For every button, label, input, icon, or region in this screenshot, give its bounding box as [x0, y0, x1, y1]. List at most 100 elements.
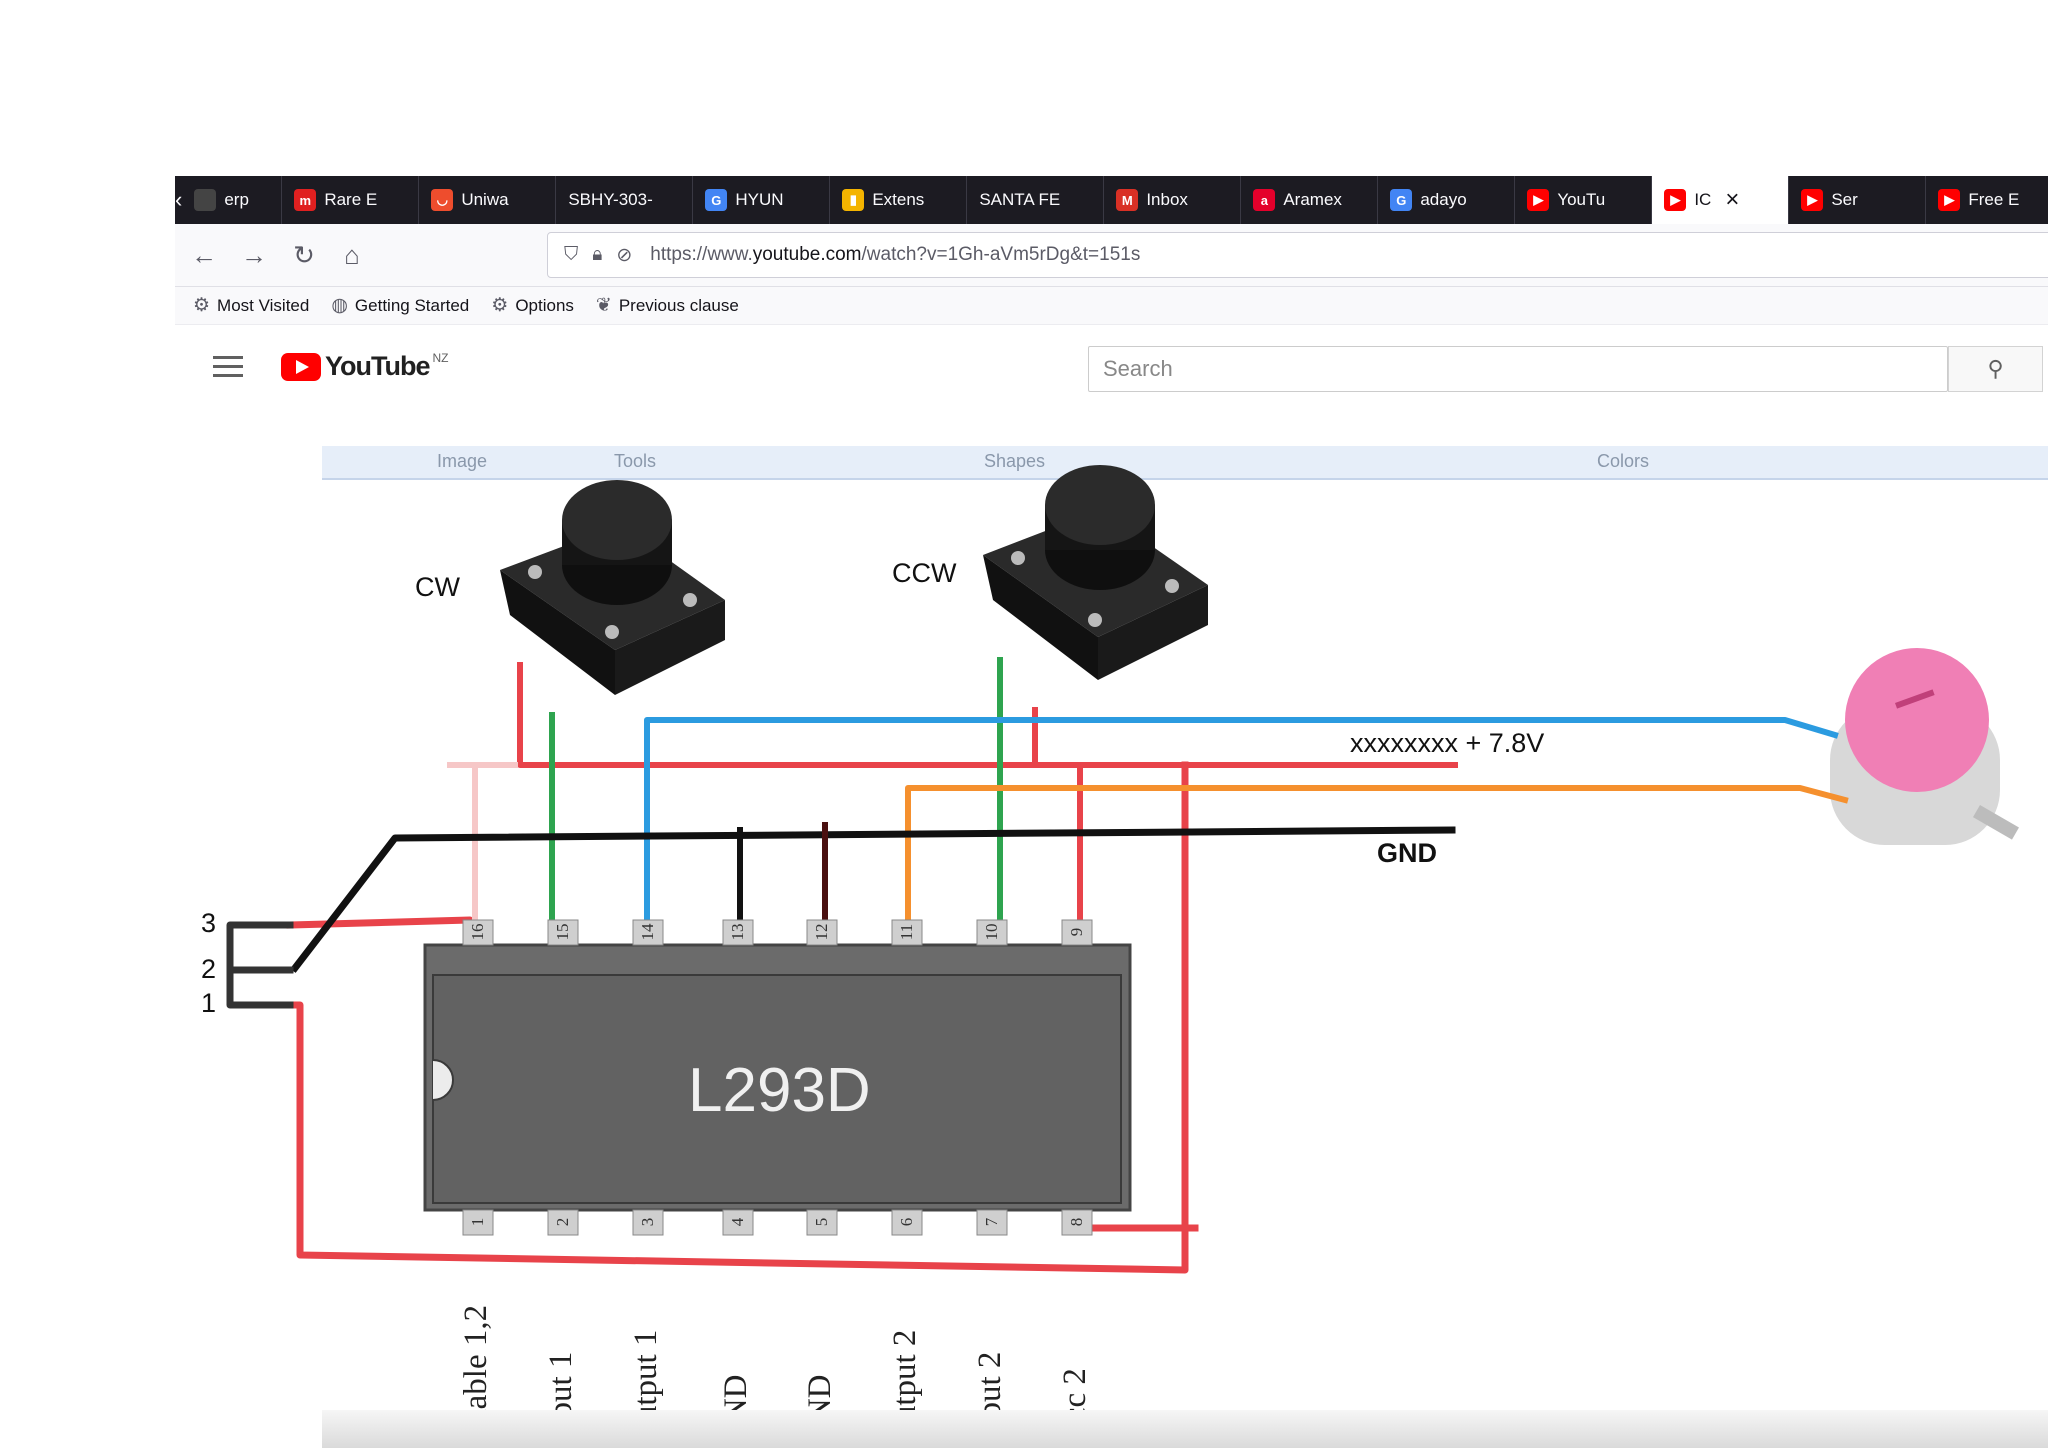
tab-label: Free E — [1968, 190, 2020, 209]
switch-pin-3-label: 3 — [201, 908, 217, 938]
supply-voltage-label: xxxxxxxx + 7.8V — [1350, 728, 1545, 758]
red-right-loop — [286, 761, 1189, 1274]
back-button[interactable]: ← — [185, 236, 223, 274]
lock-icon[interactable]: 🔒︎ — [592, 243, 603, 265]
shield-icon[interactable]: ⛉ — [564, 243, 579, 265]
switch-pin-1-label: 1 — [201, 988, 217, 1018]
url-bar[interactable]: ⛉ 🔒︎ ⊘ https://www.youtube.com/watch?v=1… — [547, 232, 2048, 278]
autoplay-blocked-icon[interactable]: ⊘ — [616, 244, 633, 266]
pin-number: 14 — [638, 923, 657, 941]
red-supply-wire — [517, 662, 1458, 768]
pin-number: 12 — [812, 923, 831, 941]
chip-pin — [547, 1209, 579, 1236]
browser-tab[interactable]: ▶ YouTu — [1515, 176, 1653, 224]
youtube-country-code: NZ — [432, 351, 449, 365]
pin-number: 2 — [553, 1217, 572, 1227]
chip-pin — [632, 1209, 664, 1236]
bookmark-item[interactable]: ❦Previous clause — [596, 294, 739, 317]
bookmark-icon: ⚙ — [193, 295, 211, 316]
browser-tab[interactable]: SANTA FE — [967, 176, 1105, 224]
home-button[interactable]: ⌂ — [333, 236, 371, 274]
tab-favicon-icon: a — [1253, 189, 1276, 211]
ribbon-tools-group: Tools — [614, 451, 657, 471]
url-text[interactable]: https://www.youtube.com/watch?v=1Gh-aVm5… — [650, 244, 1140, 266]
tab-label: Inbox — [1146, 190, 1188, 209]
chip-pin — [806, 1209, 838, 1236]
chip-pin — [722, 919, 754, 946]
forward-button[interactable]: → — [235, 236, 273, 274]
browser-tab[interactable]: ▶Ser — [1789, 176, 1927, 224]
tab-scroll-left-button[interactable]: ‹ — [175, 187, 183, 212]
browser-tab[interactable]: G HYUN — [693, 176, 831, 224]
browser-tab[interactable]: ▶IC× — [1652, 176, 1790, 224]
tab-favicon-icon: G — [705, 189, 728, 211]
chip-pin — [806, 919, 838, 946]
pin-number: 5 — [812, 1217, 831, 1227]
tab-label: HYUN — [735, 190, 784, 209]
youtube-search-button[interactable]: ⚲ — [1948, 346, 2043, 392]
browser-tab[interactable]: SBHY-303- — [556, 176, 694, 224]
youtube-logo[interactable]: YouTube NZ — [281, 351, 448, 382]
bookmark-icon: ⚙ — [491, 295, 509, 316]
tab-favicon-icon: m — [294, 189, 317, 211]
youtube-search-input[interactable]: Search — [1088, 346, 1948, 392]
bookmark-item[interactable]: ⚙Options — [491, 294, 574, 317]
home-icon: ⌂ — [344, 239, 360, 270]
blue-motor-wire — [644, 717, 1839, 933]
browser-tab[interactable]: ▶Free E — [1926, 176, 2048, 224]
menu-icon[interactable] — [213, 356, 243, 383]
tab-label: YouTu — [1557, 190, 1606, 209]
orange-motor-wire — [905, 785, 1849, 933]
tab-label: Extens — [872, 190, 925, 209]
tab-label: Ser — [1831, 190, 1858, 209]
tab-favicon-icon: ▶ — [1664, 189, 1687, 211]
pin-number: 8 — [1067, 1217, 1086, 1227]
browser-tab[interactable]: ◡ Uniwa — [419, 176, 557, 224]
browser-tab[interactable]: ▮Extens — [830, 176, 968, 224]
tab-favicon-icon: ◡ — [431, 189, 454, 211]
chip-pin — [462, 919, 494, 946]
pin-number: 9 — [1067, 927, 1086, 937]
tab-label: Uniwa — [461, 190, 509, 209]
search-icon: ⚲ — [1987, 356, 2004, 381]
bookmark-icon: ◍ — [331, 295, 348, 316]
pin-number: 16 — [468, 923, 487, 941]
red-switch3-wire — [286, 916, 474, 934]
url-prefix: https://www. — [650, 244, 753, 265]
browser-tab[interactable]: M Inbox — [1104, 176, 1242, 224]
cw-push-button — [500, 480, 725, 695]
pin-number: 10 — [982, 923, 1001, 941]
browser-tab[interactable]: erp — [182, 176, 283, 224]
chip-name: L293D — [688, 1056, 871, 1125]
reload-button[interactable]: ↻ — [285, 236, 323, 274]
bookmark-item[interactable]: ◍Getting Started — [331, 294, 469, 317]
pin-number: 1 — [468, 1217, 487, 1227]
bookmark-label: Previous clause — [618, 295, 739, 315]
pin-number: 13 — [728, 923, 747, 941]
chip-pin — [891, 919, 923, 946]
bookmark-item[interactable]: ⚙ Most Visited — [193, 294, 309, 317]
tab-favicon-icon: M — [1116, 189, 1139, 211]
l293d-chip — [423, 943, 1132, 1212]
bookmark-label: Most Visited — [217, 295, 310, 315]
paint-ribbon-strip: Image Tools Shapes Colors — [322, 446, 2048, 480]
url-path: /watch?v=1Gh-aVm5rDg&t=151s — [861, 244, 1141, 265]
tab-favicon-icon — [194, 189, 217, 211]
tab-favicon-icon: ▶ — [1527, 189, 1550, 211]
chip-pin — [722, 1209, 754, 1236]
chip-pin — [976, 919, 1008, 946]
chip-pin — [1061, 1209, 1093, 1236]
tab-label: SBHY-303- — [568, 190, 653, 209]
ccw-push-button — [983, 465, 1208, 680]
tab-label: SANTA FE — [979, 190, 1061, 209]
tab-close-icon[interactable]: × — [1725, 186, 1740, 213]
chip-pin — [1061, 919, 1093, 946]
pin-number: 3 — [638, 1217, 657, 1227]
arrow-right-icon: → — [241, 239, 267, 270]
chip-pin — [547, 919, 579, 946]
search-placeholder: Search — [1103, 356, 1173, 381]
